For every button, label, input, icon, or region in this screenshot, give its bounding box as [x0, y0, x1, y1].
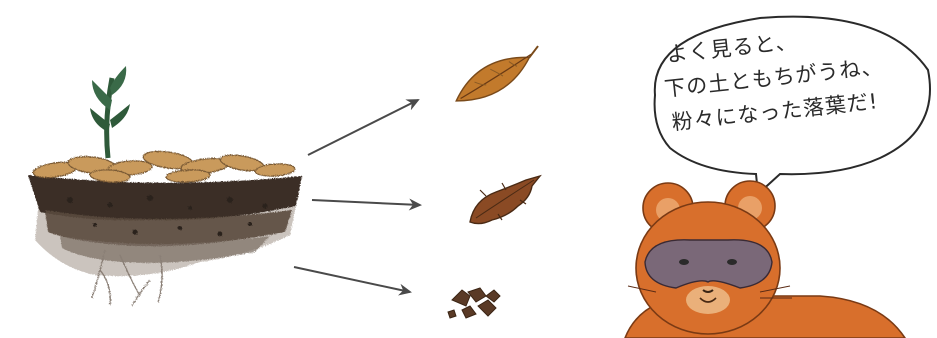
arrow-to-decaying-leaf [312, 200, 420, 205]
decaying-leaf [470, 176, 540, 224]
tanuki-character [625, 181, 905, 338]
arrow-to-leaf-crumbs [294, 267, 410, 292]
whole-leaf [449, 41, 548, 111]
seedling [90, 66, 130, 158]
arrow-to-whole-leaf [308, 100, 418, 155]
soil-cross-section [28, 149, 302, 306]
leaf-crumbs [448, 288, 500, 318]
